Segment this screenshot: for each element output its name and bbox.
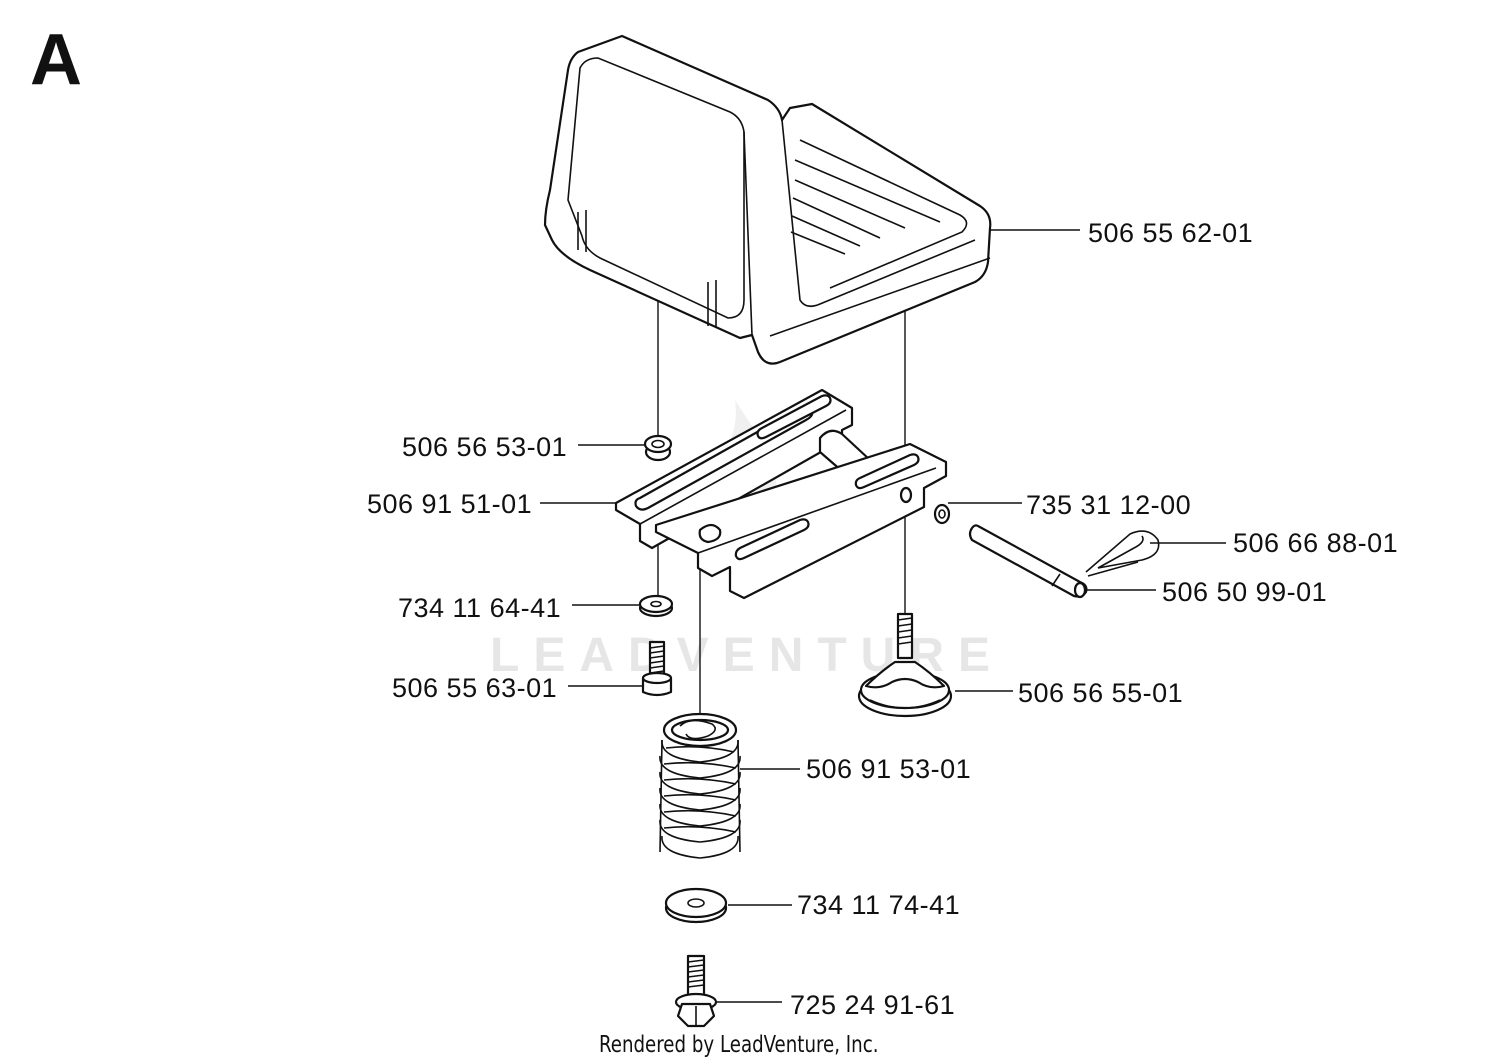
- part-label-hair-pin: 506 66 88-01: [1233, 528, 1399, 558]
- part-label-bolt: 725 24 91-61: [790, 990, 956, 1020]
- leader-lines: [540, 229, 1226, 1003]
- pin-icon: [968, 524, 1088, 599]
- knob-icon: [857, 612, 953, 718]
- spring-icon: [659, 712, 741, 859]
- part-label-small-washer: 734 11 64-41: [398, 593, 562, 623]
- seat-bracket-icon: [614, 388, 948, 600]
- small-washer-icon: [638, 594, 674, 618]
- part-label-knob: 506 56 55-01: [1018, 678, 1184, 708]
- screw-icon: [641, 640, 673, 697]
- large-washer-icon: [664, 887, 728, 924]
- part-label-pin: 506 50 99-01: [1162, 577, 1328, 607]
- footer-credit: Rendered by LeadVenture, Inc.: [599, 1032, 879, 1058]
- section-letter: A: [30, 20, 82, 100]
- lock-washer-icon: [933, 503, 951, 525]
- part-label-seat: 506 55 62-01: [1088, 218, 1254, 248]
- bolt-icon: [674, 954, 718, 1028]
- part-label-screw: 506 55 63-01: [392, 673, 558, 703]
- part-label-lock-washer: 735 31 12-00: [1026, 490, 1192, 520]
- part-label-spring: 506 91 53-01: [806, 754, 972, 784]
- nut-icon: [643, 434, 673, 462]
- seat-icon: [543, 34, 992, 365]
- hair-pin-icon: [1085, 530, 1160, 577]
- part-label-nut: 506 56 53-01: [402, 432, 568, 462]
- part-label-large-washer: 734 11 74-41: [797, 890, 961, 920]
- part-label-bracket: 506 91 51-01: [367, 489, 533, 519]
